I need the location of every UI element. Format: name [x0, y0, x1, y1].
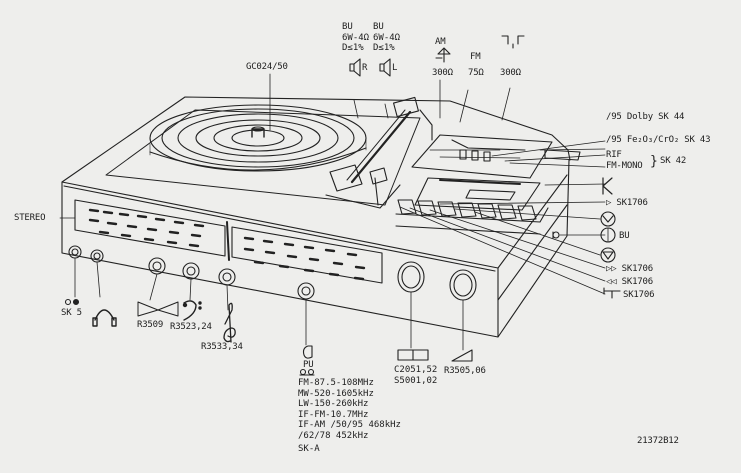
freq-sk-a: SK-A — [298, 444, 320, 454]
tonearm — [325, 96, 433, 209]
label-fm-75: 75Ω — [468, 68, 484, 78]
speaker-l-icon — [379, 58, 391, 77]
sk5-indicator-icon — [64, 298, 80, 306]
label-channel-l: L — [392, 63, 398, 73]
label-r3533: R3533,34 — [201, 342, 243, 352]
headphones-icon — [92, 309, 117, 327]
pickup-icon — [302, 345, 313, 359]
balance-icon — [137, 301, 179, 317]
freq-if-fm: IF-FM-10.7MHz — [298, 409, 369, 420]
freq-if-am-2: /62/78 452kHz — [298, 430, 369, 441]
record-icon — [600, 211, 616, 227]
cassette-deck — [411, 134, 581, 211]
label-speaker-r: BU 6W-4Ω D≤1% — [342, 22, 369, 54]
label-stop-sk1706: SK1706 — [623, 290, 655, 300]
label-c2051: C2051,52 — [394, 365, 438, 375]
label-speaker-r-bu: BU — [342, 22, 353, 32]
label-tape-type-sk43: /95 Fe₂O₃/CrO₂ SK 43 — [606, 135, 711, 145]
eject-icon — [600, 247, 616, 263]
label-pu: PU — [303, 360, 314, 370]
label-speaker-l-bu: BU — [373, 22, 384, 32]
label-sk5: SK 5 — [61, 308, 82, 318]
leader-lines — [59, 73, 606, 351]
label-r3509: R3509 — [137, 320, 164, 330]
freq-fm: FM-87.5-108MHz — [298, 378, 374, 388]
tuning-scale — [74, 199, 383, 284]
label-rew-sk1706: ◁◁ SK1706 — [606, 277, 653, 287]
tape-icon — [299, 368, 315, 376]
label-s5001: S5001,02 — [394, 375, 438, 386]
label-fm: FM — [470, 52, 481, 62]
am-antenna-icon — [435, 47, 451, 63]
label-speaker-l-impedance: 6W-4Ω — [373, 32, 401, 43]
label-r3505: R3505,06 — [444, 366, 486, 376]
label-bu-socket: BU — [619, 231, 630, 241]
bass-clef-icon — [182, 300, 202, 321]
label-ff-sk1706: ▷▷ SK1706 — [606, 264, 653, 274]
freq-if-am-1: IF-AM /50/95 468kHz — [298, 420, 401, 430]
freq-lw: LW-150-260kHz — [298, 399, 369, 409]
turntable — [105, 104, 421, 206]
label-channel-r: R — [362, 63, 368, 73]
label-band-switch: C2051,52 S5001,02 — [394, 365, 437, 386]
dolby-tape-symbol-icon — [602, 177, 613, 195]
label-fm-300: 300Ω — [500, 68, 521, 78]
treble-clef-icon — [223, 302, 236, 343]
label-dolby-sk44: /95 Dolby SK 44 — [606, 112, 685, 122]
frequency-table: FM-87.5-108MHz MW-520-1605kHz LW-150-260… — [298, 378, 401, 455]
freq-mw: MW-520-1605kHz — [298, 388, 374, 399]
label-speaker-r-distortion: D≤1% — [342, 43, 364, 53]
label-r3523: R3523,24 — [170, 322, 212, 332]
speaker-r-icon — [349, 58, 361, 77]
stop-icon — [603, 287, 621, 299]
label-sk42: SK 42 — [660, 156, 687, 166]
label-play-sk1706: ▷ SK1706 — [606, 198, 648, 208]
fm-dipole-icon — [501, 35, 525, 49]
label-stereo: STEREO — [14, 213, 46, 223]
brace-symbol: } — [650, 154, 658, 169]
bu-socket-icon — [600, 227, 616, 243]
front-controls — [68, 245, 477, 301]
band-selector-icon — [397, 349, 429, 361]
label-rif: RIF — [606, 150, 622, 160]
volume-ramp-icon — [451, 349, 473, 362]
label-gc02450: GC024/50 — [246, 62, 288, 72]
label-speaker-l-distortion: D≤1% — [373, 43, 395, 53]
label-fm-mono: FM-MONO — [606, 161, 643, 171]
label-speaker-r-impedance: 6W-4Ω — [342, 32, 370, 43]
label-speaker-l: BU 6W-4Ω D≤1% — [373, 22, 400, 54]
label-am-impedance: 300Ω — [432, 68, 453, 78]
side-controls — [552, 231, 560, 239]
label-drawing-code: 21372B12 — [637, 436, 679, 446]
label-am: AM — [435, 37, 446, 47]
